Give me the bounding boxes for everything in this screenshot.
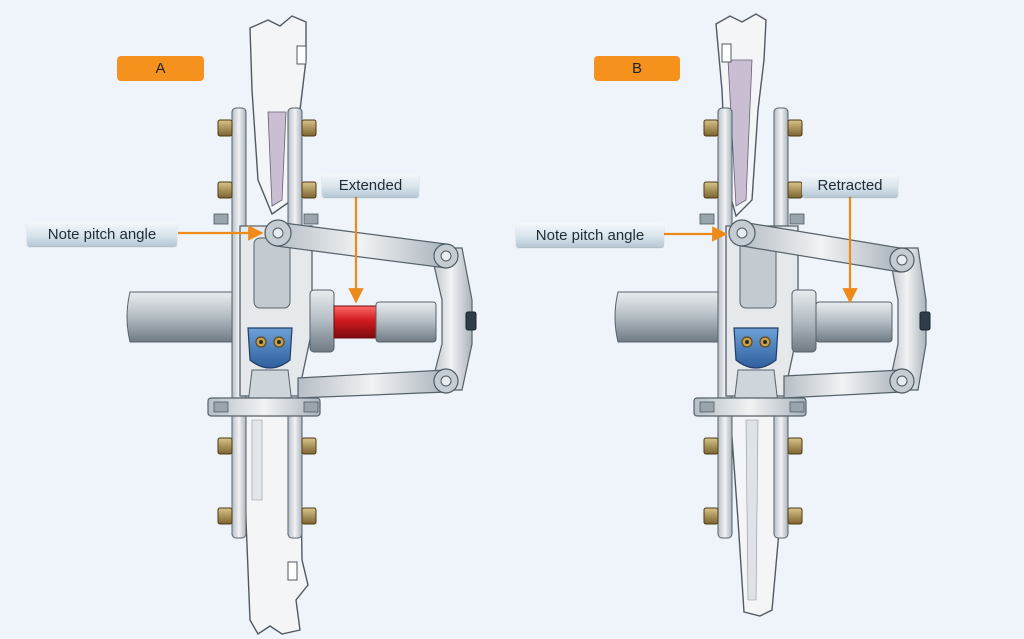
cylinder-collar <box>791 289 817 353</box>
panel-a-label: A <box>117 56 204 81</box>
pitch-angle-label-a: Note pitch angle <box>27 222 177 246</box>
counterweight <box>247 327 293 369</box>
retracted-label: Retracted <box>802 174 898 197</box>
hub-bolts <box>703 119 803 525</box>
lower-flange <box>207 397 321 417</box>
yoke <box>429 247 473 391</box>
panel-a-mechanism <box>126 15 477 635</box>
counterweight <box>733 327 779 369</box>
lower-link <box>783 369 903 399</box>
lower-link <box>297 369 447 399</box>
hub-bolts <box>217 119 317 525</box>
cylinder-collar <box>309 289 335 353</box>
panel-b-mechanism <box>614 13 931 617</box>
propeller-shaft <box>126 291 251 343</box>
cylinder-body <box>375 301 437 343</box>
cylinder-body <box>815 301 893 343</box>
panel-b-label: B <box>594 56 680 81</box>
pitch-angle-label-b: Note pitch angle <box>516 223 664 247</box>
lower-flange <box>693 397 807 417</box>
extended-label: Extended <box>322 174 419 197</box>
callout-arrows <box>178 196 858 304</box>
yoke <box>887 247 927 391</box>
piston-extended <box>333 305 377 339</box>
